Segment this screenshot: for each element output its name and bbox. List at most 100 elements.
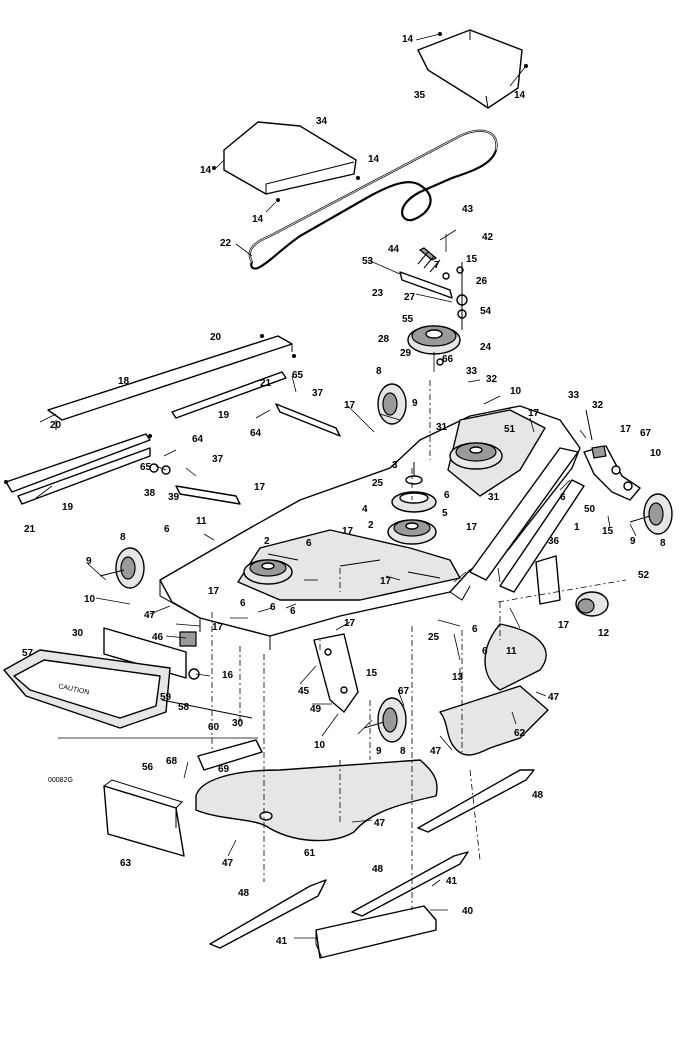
right-baffle xyxy=(439,623,549,756)
blade-left xyxy=(209,879,327,949)
callout-32: 32 xyxy=(486,374,498,385)
callout-17: 17 xyxy=(344,400,356,411)
callout-43: 43 xyxy=(462,204,474,215)
spindle-pulley-left xyxy=(243,559,293,585)
callout-67: 67 xyxy=(398,686,410,697)
callout-17: 17 xyxy=(380,576,392,587)
callout-6: 6 xyxy=(482,646,488,657)
callout-69: 69 xyxy=(218,764,230,775)
deck-mounting-arm xyxy=(499,479,585,593)
callout-8: 8 xyxy=(400,746,406,757)
callout-34: 34 xyxy=(316,116,328,127)
callout-20: 20 xyxy=(210,332,222,343)
callout-57: 57 xyxy=(22,648,34,659)
callout-55: 55 xyxy=(402,314,414,325)
callout-47: 47 xyxy=(222,858,234,869)
callout-9: 9 xyxy=(86,556,92,567)
callout-6: 6 xyxy=(240,598,246,609)
callout-2: 2 xyxy=(264,536,270,547)
callout-49: 49 xyxy=(310,704,322,715)
callout-63: 63 xyxy=(120,858,132,869)
callout-47: 47 xyxy=(374,818,386,829)
callout-48: 48 xyxy=(238,888,250,899)
callout-17: 17 xyxy=(344,618,356,629)
callout-17: 17 xyxy=(254,482,266,493)
callout-5: 5 xyxy=(442,508,448,519)
callout-11: 11 xyxy=(196,516,207,527)
assembly-guide-lines xyxy=(211,380,501,910)
callout-12: 12 xyxy=(598,628,610,639)
callout-27: 27 xyxy=(404,292,416,303)
callout-13: 13 xyxy=(452,672,464,683)
anti-scalp-wheel-right xyxy=(629,493,673,535)
callout-10: 10 xyxy=(510,386,522,397)
callout-21: 21 xyxy=(260,378,272,389)
belt-cover-right xyxy=(415,29,528,109)
callout-24: 24 xyxy=(480,342,492,353)
callout-6: 6 xyxy=(290,606,296,617)
callout-40: 40 xyxy=(462,906,474,917)
callout-6: 6 xyxy=(472,624,478,635)
callout-64: 64 xyxy=(250,428,262,439)
callout-17: 17 xyxy=(558,620,570,631)
callout-36: 36 xyxy=(548,536,560,547)
callout-11: 11 xyxy=(506,646,517,657)
callout-56: 56 xyxy=(142,762,154,773)
callout-8: 8 xyxy=(120,532,126,543)
callout-45: 45 xyxy=(298,686,310,697)
callout-17: 17 xyxy=(528,408,540,419)
callout-15: 15 xyxy=(602,526,614,537)
callout-19: 19 xyxy=(62,502,74,513)
anti-scalp-wheel-top xyxy=(377,383,407,425)
left-link-assembly xyxy=(149,403,341,505)
tension-rod-assembly xyxy=(497,555,627,617)
spindle-pulley-right xyxy=(449,442,503,470)
belt-cover-left xyxy=(212,121,360,202)
callout-17: 17 xyxy=(212,622,224,633)
drawing-code: 00082G xyxy=(48,777,73,784)
callout-6: 6 xyxy=(444,490,450,501)
callout-14: 14 xyxy=(200,165,212,176)
callout-29: 29 xyxy=(400,348,412,359)
callout-46: 46 xyxy=(152,632,164,643)
callout-30: 30 xyxy=(72,628,84,639)
callout-67: 67 xyxy=(640,428,652,439)
callout-35: 35 xyxy=(414,90,426,101)
callout-41: 41 xyxy=(276,936,288,947)
callout-10: 10 xyxy=(314,740,326,751)
left-front-bracket xyxy=(103,627,200,680)
callout-61: 61 xyxy=(304,848,316,859)
hardware-leaders xyxy=(35,159,637,939)
callout-8: 8 xyxy=(660,538,666,549)
callout-3: 3 xyxy=(392,460,398,471)
callout-15: 15 xyxy=(366,668,378,679)
callout-33: 33 xyxy=(466,366,478,377)
baffle-bracket xyxy=(197,739,263,771)
callout-53: 53 xyxy=(362,256,374,267)
drive-belt xyxy=(248,129,498,270)
callout-6: 6 xyxy=(306,538,312,549)
chute-rod xyxy=(58,699,258,739)
callout-14: 14 xyxy=(402,34,414,45)
callout-65: 65 xyxy=(292,370,304,381)
callout-31: 31 xyxy=(488,492,500,503)
callout-33: 33 xyxy=(568,390,580,401)
callout-60: 60 xyxy=(208,722,220,733)
callout-30: 30 xyxy=(232,718,244,729)
callout-21: 21 xyxy=(24,524,36,535)
callout-6: 6 xyxy=(164,524,170,535)
callout-68: 68 xyxy=(166,756,178,767)
blade-right xyxy=(417,769,535,833)
callout-37: 37 xyxy=(212,454,224,465)
callout-39: 39 xyxy=(168,492,180,503)
callout-37: 37 xyxy=(312,388,324,399)
callout-48: 48 xyxy=(372,864,384,875)
blade-mount-plate xyxy=(315,905,437,959)
callout-6: 6 xyxy=(560,492,566,503)
callout-15: 15 xyxy=(466,254,478,265)
callout-9: 9 xyxy=(630,536,636,547)
front-deflector xyxy=(103,779,185,857)
callout-59: 59 xyxy=(160,692,172,703)
callout-labels: 14 14 35 34 14 14 14 22 43 42 44 15 53 2… xyxy=(22,34,666,947)
callout-14: 14 xyxy=(252,214,264,225)
